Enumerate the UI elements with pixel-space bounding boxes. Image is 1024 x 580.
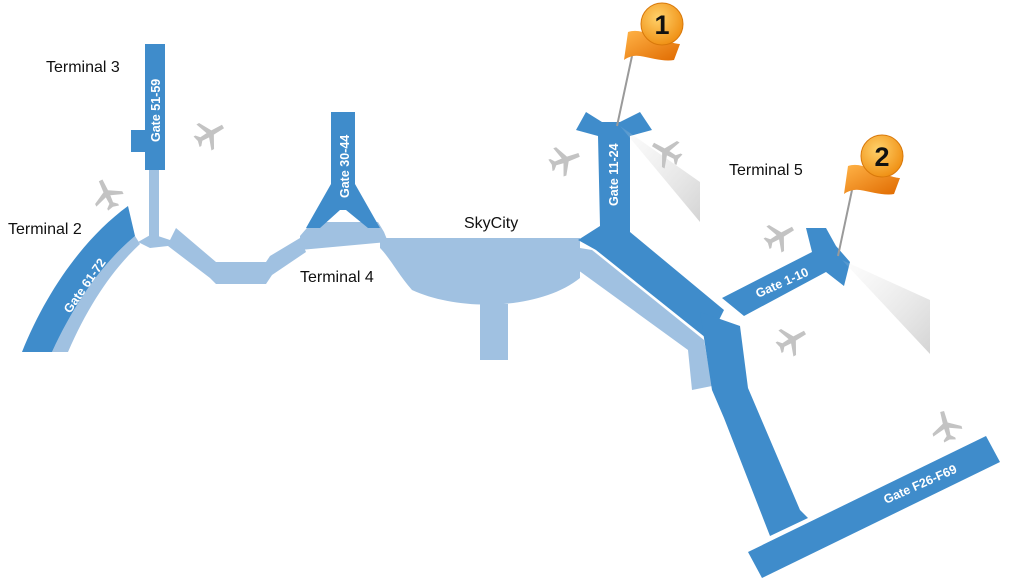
airplane-icon <box>545 140 585 180</box>
marker-badge <box>640 2 684 46</box>
terminal-3-pier <box>145 44 165 170</box>
gate-1-10-pier <box>722 228 850 316</box>
flag-pin-icon <box>837 189 853 257</box>
flag-pin-icon <box>616 55 633 127</box>
pin-shadows <box>620 126 930 354</box>
t5-side-walkway <box>578 248 712 390</box>
t2-t4-connector <box>138 228 306 284</box>
terminal-4-pier <box>306 112 380 228</box>
marker-2[interactable]: 2 <box>837 134 904 257</box>
airplane-icon <box>189 113 231 155</box>
airplane-icon <box>759 215 801 257</box>
marker-number: 2 <box>874 142 889 172</box>
terminal-5-pier-11-24 <box>576 112 724 338</box>
gate-30-44-label: Gate 30-44 <box>338 135 352 198</box>
flag-icon <box>624 30 680 61</box>
gate-11-24-label: Gate 11-24 <box>607 143 621 206</box>
terminal-2-pier <box>22 206 135 352</box>
skycity-stem <box>480 304 508 360</box>
terminal-3-label: Terminal 3 <box>46 59 120 76</box>
marker-badge <box>860 134 904 178</box>
terminal-2-walkway <box>52 236 140 352</box>
airplane-icon <box>87 174 128 215</box>
skycity-label: SkyCity <box>464 215 518 232</box>
terminal-2-label: Terminal 2 <box>8 221 82 238</box>
terminal-labels: Terminal 3 Terminal 2 Terminal 4 SkyCity… <box>8 59 803 286</box>
terminal-4-base <box>300 222 388 250</box>
walkways <box>52 168 712 390</box>
gate-f26-f69-pier <box>748 436 1000 578</box>
airplane-icon <box>927 407 965 445</box>
flag-icon <box>844 164 900 195</box>
main-corridor <box>700 312 808 536</box>
terminal-5-label: Terminal 5 <box>729 162 803 179</box>
terminals <box>22 44 1000 578</box>
terminal-3-wing <box>131 130 145 152</box>
terminal-4-label: Terminal 4 <box>300 269 374 286</box>
skycity-hub <box>380 238 580 305</box>
airplane-icon <box>771 319 813 361</box>
terminal-3-connector <box>149 168 159 240</box>
marker-1[interactable]: 1 <box>616 2 684 127</box>
marker-number: 1 <box>654 10 669 40</box>
gate-51-59-label: Gate 51-59 <box>149 79 163 142</box>
